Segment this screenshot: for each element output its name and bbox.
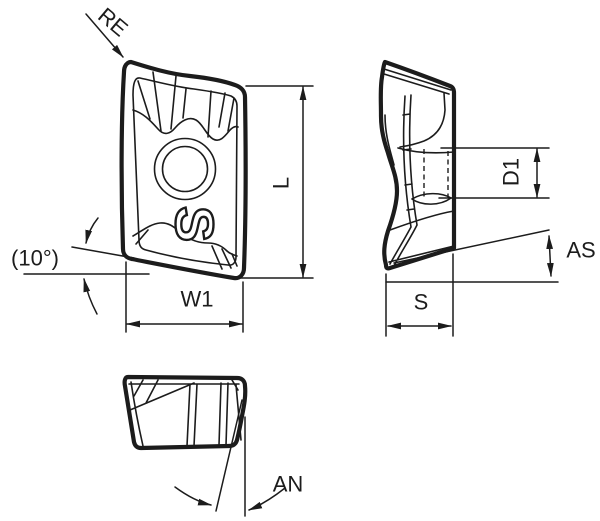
bottom-outline	[122, 374, 248, 451]
an-reference-lines	[215, 399, 246, 517]
an-label: AN	[273, 472, 304, 497]
front-view: S	[119, 59, 248, 281]
angle10-reference-lines	[23, 246, 150, 275]
side-facet-lines	[383, 68, 455, 267]
dim-an: AN	[174, 399, 304, 517]
dim-re: RE	[85, 3, 133, 58]
bottom-view	[122, 374, 248, 451]
as-arrow-line	[546, 235, 554, 277]
s-extension-lines	[385, 253, 454, 337]
insert-face-logo: S	[164, 206, 224, 242]
front-rake-contour-bottom	[132, 222, 238, 257]
an-arc-right	[248, 487, 286, 511]
front-outline	[119, 59, 248, 281]
an-arc-left	[174, 486, 212, 506]
l-label: L	[269, 177, 294, 189]
w1-label: W1	[181, 287, 214, 312]
front-rake-contour-top	[132, 109, 239, 141]
s-label: S	[414, 290, 429, 315]
d1-extension-lines	[438, 147, 550, 199]
re-leader-line	[85, 13, 124, 58]
side-outline	[378, 59, 457, 271]
dim-s: S	[385, 253, 454, 337]
front-facet-lines	[135, 71, 238, 270]
dim-l: L	[239, 85, 314, 279]
d1-label: D1	[499, 158, 524, 186]
angle10-arc-top	[85, 217, 99, 244]
angle10-label: (10°)	[11, 246, 59, 271]
as-reference-lines	[385, 229, 559, 283]
dim-angle-10: (10°)	[11, 217, 150, 315]
as-label: AS	[566, 238, 595, 263]
re-label: RE	[93, 3, 132, 42]
angle10-arc-bottom	[83, 278, 98, 315]
side-view	[378, 59, 457, 271]
dim-d1: D1	[438, 147, 550, 199]
dim-as: AS	[385, 229, 596, 283]
center-hole-outer	[153, 137, 217, 201]
center-hole-inner	[161, 145, 209, 193]
